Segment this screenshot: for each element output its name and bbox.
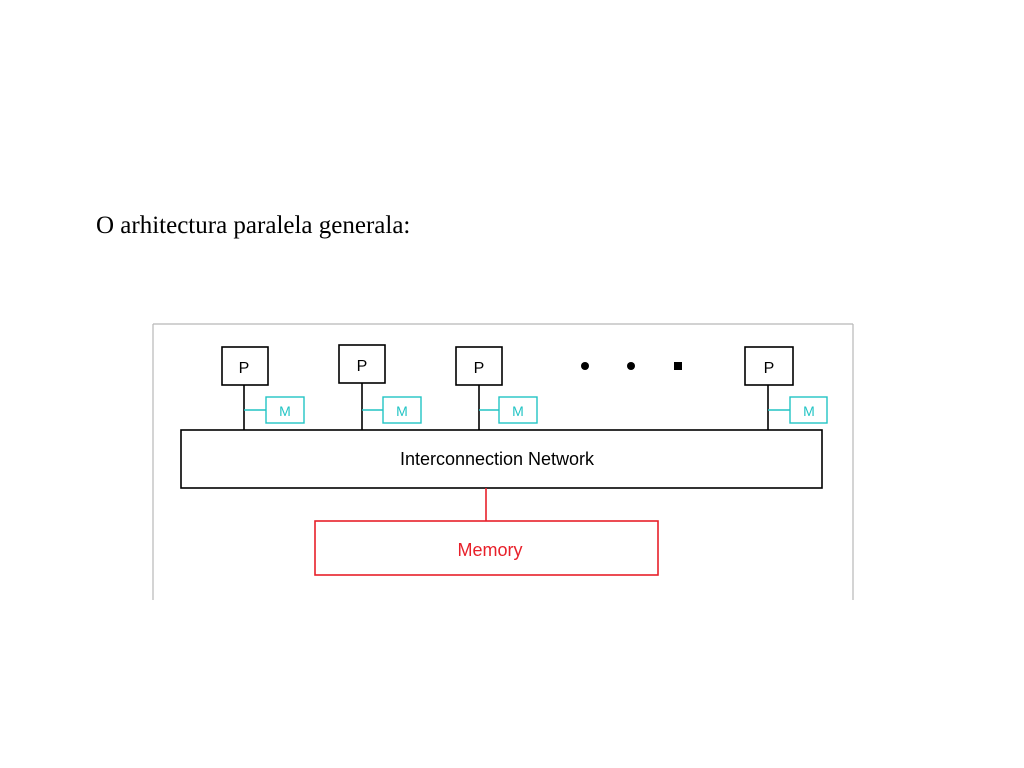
local-memory-box [789, 396, 828, 424]
local-memory-label: M [279, 403, 291, 419]
processor-label: P [357, 358, 368, 375]
network-box [180, 429, 823, 489]
shared-memory-label: Memory [457, 540, 522, 560]
network-label: Interconnection Network [400, 449, 595, 469]
processor-node: P M [455, 346, 538, 430]
local-memory-label: M [512, 403, 524, 419]
processor-box [338, 344, 386, 384]
local-memory-box [382, 396, 422, 424]
processor-label: P [474, 360, 485, 377]
ellipsis-dots [581, 362, 682, 370]
shared-memory: Memory [314, 520, 659, 576]
local-memory-box [498, 396, 538, 424]
local-memory-label: M [396, 403, 408, 419]
processor-node: P M [744, 346, 828, 430]
diagram-frame [152, 323, 854, 600]
processor-box [221, 346, 269, 386]
local-memory-label: M [803, 403, 815, 419]
local-memory-box [265, 396, 305, 424]
shared-memory-box [314, 520, 659, 576]
slide-title: O arhitectura paralela generala: [96, 212, 411, 239]
processor-box [744, 346, 794, 386]
processor-node: P M [221, 346, 305, 430]
interconnection-network: Interconnection Network [180, 429, 823, 489]
processor-label: P [764, 360, 775, 377]
processor-box [455, 346, 503, 386]
processor-node: P M [338, 344, 422, 430]
processor-label: P [239, 360, 250, 377]
